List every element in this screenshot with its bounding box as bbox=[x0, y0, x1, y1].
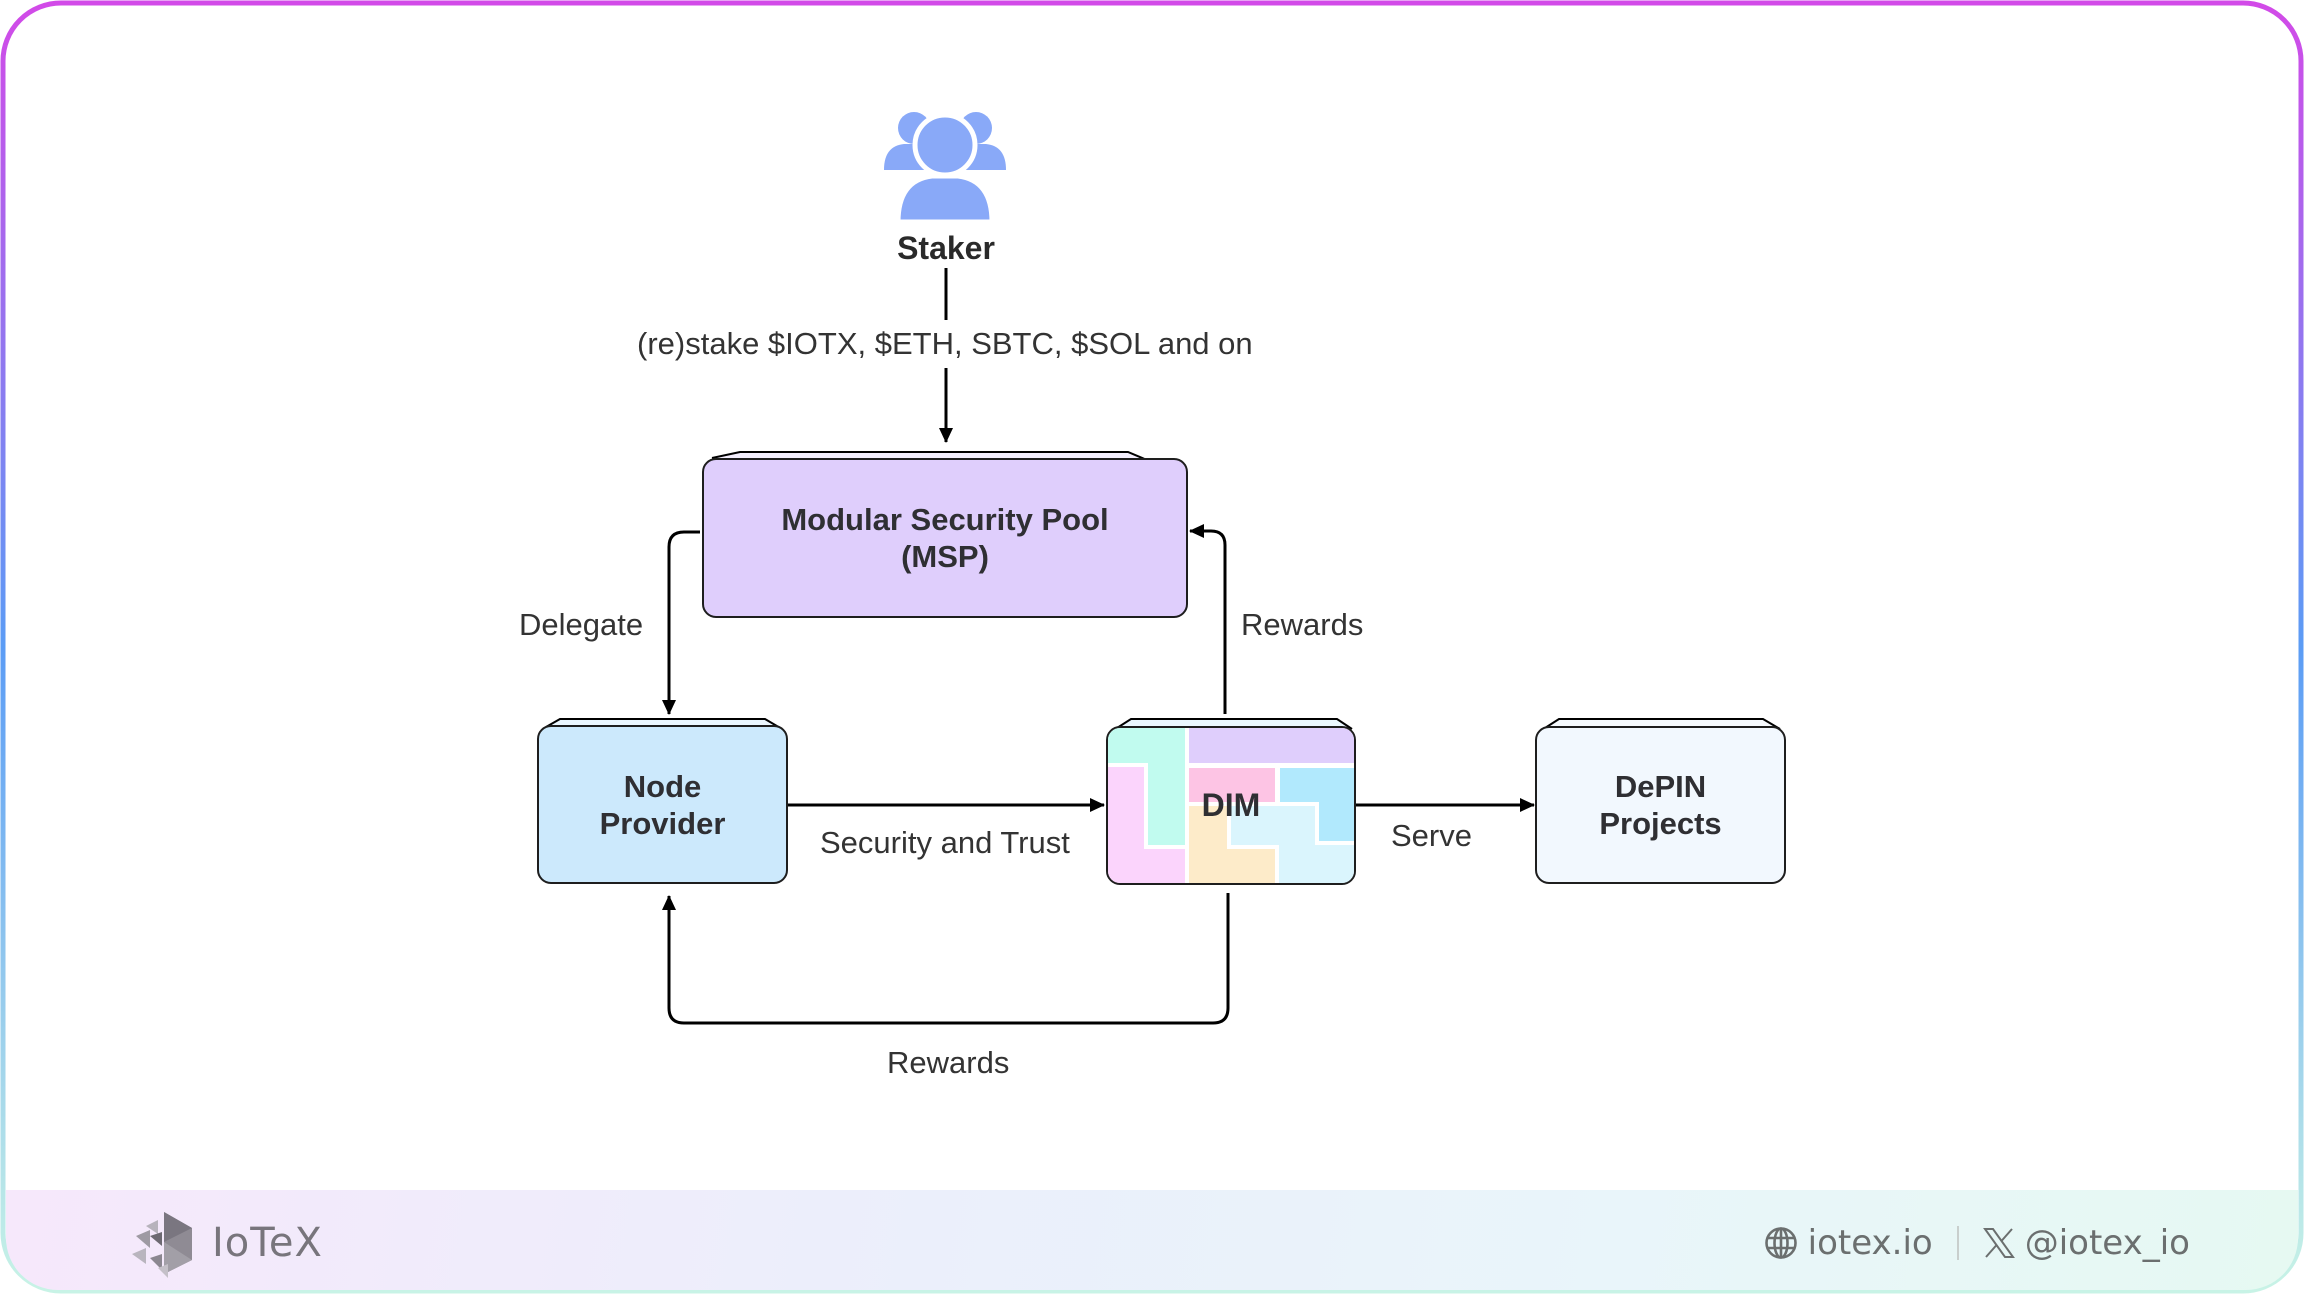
depin-label-line1: DePIN bbox=[1614, 769, 1707, 804]
msp-label-line1: Modular Security Pool bbox=[781, 502, 1109, 537]
dim-tile-rose bbox=[1189, 768, 1275, 802]
divider bbox=[1956, 1226, 1959, 1260]
node-provider-label-line1: Node bbox=[623, 768, 702, 804]
users-group-icon bbox=[884, 112, 1006, 225]
x-handle-link[interactable]: @iotex_io bbox=[2024, 1223, 2190, 1263]
depin-label-line2: Projects bbox=[1599, 806, 1722, 841]
edge-rewards-msp bbox=[1189, 524, 1227, 714]
node-provider-box: Node Provider bbox=[537, 725, 788, 884]
dim-tile-ice-base bbox=[1279, 845, 1354, 883]
dim-tile-peach bbox=[1189, 806, 1227, 883]
security-trust-label: Security and Trust bbox=[820, 825, 1070, 860]
edge-delegate bbox=[662, 530, 700, 715]
iotex-logo[interactable]: IoTeX bbox=[128, 1208, 323, 1278]
dim-tile-pink-bottom bbox=[1108, 849, 1185, 883]
msp-box: Modular Security Pool (MSP) bbox=[702, 458, 1188, 618]
footer bbox=[6, 1190, 2298, 1290]
iotex-cube-icon bbox=[132, 1212, 192, 1278]
brand-name: IoTeX bbox=[212, 1220, 323, 1266]
msp-label-line2: (MSP) bbox=[901, 539, 989, 574]
dim-label: DIM bbox=[1201, 787, 1261, 823]
stake-label: (re)stake $IOTX, $ETH, SBTC, $SOL and on bbox=[637, 326, 1253, 361]
dim-tile-sky-stem bbox=[1319, 802, 1354, 841]
depin-box: DePIN Projects bbox=[1535, 726, 1786, 884]
dim-tile-ice bbox=[1231, 806, 1315, 845]
rewards-msp-label: Rewards bbox=[1241, 607, 1364, 642]
x-logo-icon bbox=[1982, 1228, 2015, 1258]
dim-tile-pink-left bbox=[1108, 767, 1144, 849]
serve-label: Serve bbox=[1391, 818, 1472, 853]
node-provider-label-line2: Provider bbox=[599, 805, 726, 841]
dim-tile-mint bbox=[1108, 728, 1185, 763]
staker-label: Staker bbox=[897, 230, 995, 266]
delegate-label: Delegate bbox=[519, 607, 644, 642]
dim-tile-lavender bbox=[1189, 728, 1354, 763]
rewards-provider-label: Rewards bbox=[887, 1045, 1010, 1080]
dim-box: DIM bbox=[1106, 726, 1356, 885]
globe-icon bbox=[1764, 1227, 1797, 1259]
dim-tile-sky bbox=[1280, 768, 1354, 802]
dim-tile-mint-stem bbox=[1148, 763, 1185, 845]
dim-tile-peach-base bbox=[1227, 849, 1275, 883]
website-link[interactable]: iotex.io bbox=[1807, 1223, 1933, 1263]
social-links: iotex.io @iotex_io bbox=[1764, 1218, 2190, 1268]
edge-rewards-provider bbox=[662, 893, 1230, 1025]
